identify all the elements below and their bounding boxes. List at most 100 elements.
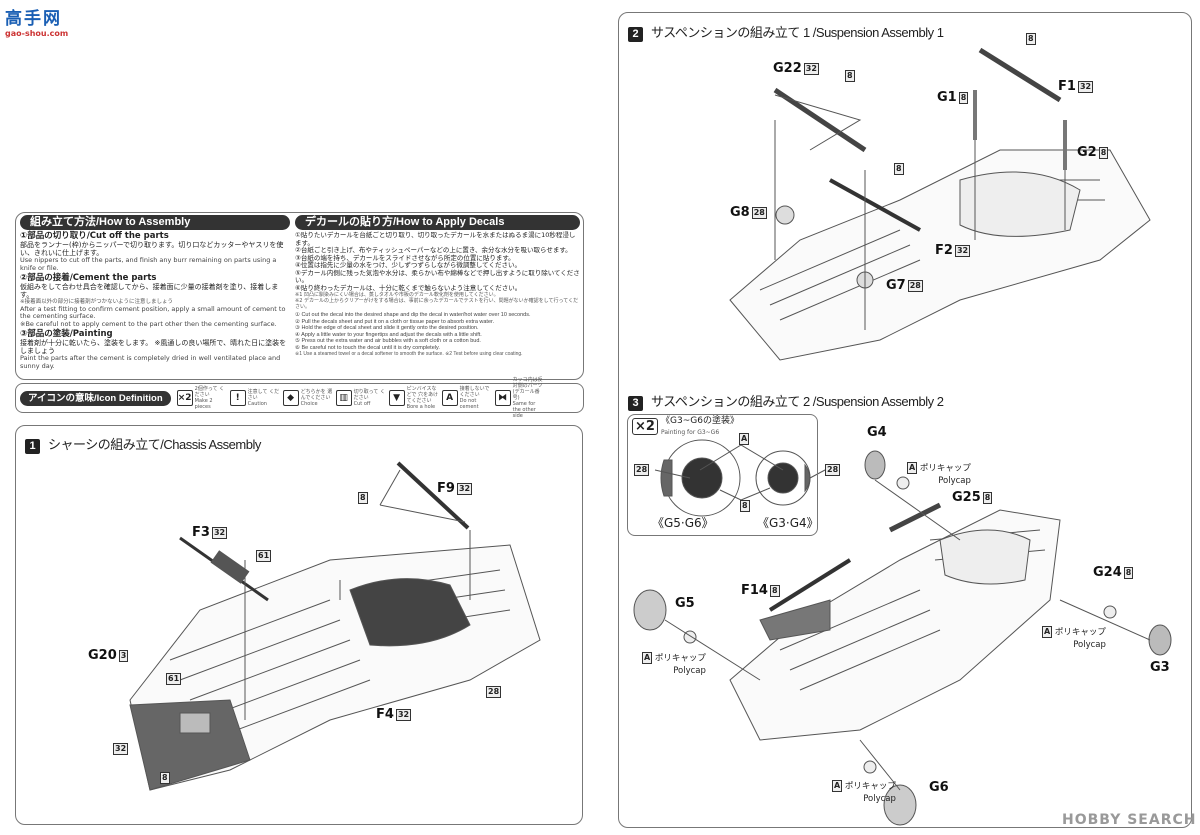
- inset-right-label: 《G3·G4》: [757, 516, 819, 530]
- polycap-jp: ポリキャップ: [1054, 627, 1106, 638]
- icon-def-item: ⧓カッコ内は反対側のパーツ (デカール番号)Same for the other…: [494, 377, 545, 419]
- decal-step-en: ④ Apply a little water to your fingertip…: [295, 331, 482, 338]
- decal-step-jp: ③台紙の端を持ち、デカールをスライドさせながら所定の位置に貼ります。: [295, 253, 515, 262]
- part-label: 8: [158, 770, 170, 785]
- step-title-text: シャーシの組み立て/Chassis Assembly: [48, 437, 261, 452]
- part-number: G2: [1077, 145, 1097, 160]
- part-number: F9: [437, 481, 455, 496]
- step-number: 3: [628, 396, 643, 411]
- paint-code-a: A: [739, 433, 750, 445]
- step1-panel: [15, 425, 583, 825]
- icon-def-jp: どちらかを 選んでください: [300, 389, 333, 401]
- section-jp: 仮組みをして合わせ具合を確認してから、接着面に少量の接着剤を塗り、接着します。: [20, 283, 279, 299]
- paint-code: 32: [954, 244, 971, 257]
- inset-title: 《G3~G6の塗装》: [661, 416, 739, 426]
- decal-step-en: ② Pull the decals sheet and put it on a …: [295, 318, 495, 325]
- part-number: G24: [1093, 565, 1122, 580]
- step-title-text: サスペンションの組み立て 2 /Suspension Assembly 2: [651, 394, 944, 409]
- icon-def-jp: 切り取って ください: [353, 389, 385, 401]
- make-2-icon: ×2: [176, 390, 193, 406]
- icon-def-en: Choice: [300, 401, 318, 407]
- part-number: G1: [937, 90, 957, 105]
- how-to-panel: [15, 212, 584, 380]
- decal-step-en: ⑥ Be careful not to touch the decal unti…: [295, 344, 440, 351]
- paint-code: 8: [358, 491, 368, 504]
- do-not-cement-icon: A: [832, 780, 843, 792]
- polycap-jp: ポリキャップ: [654, 653, 706, 664]
- paint-code: 28: [751, 206, 767, 219]
- paint-code-right: 28: [825, 464, 841, 476]
- section-heading: ③部品の塗装/Painting: [20, 329, 113, 339]
- hobby-search-watermark: HOBBY SEARCH: [1062, 812, 1197, 828]
- section-en: After a test fitting to confirm cement p…: [20, 304, 286, 320]
- logo: 高手网 gao-shou.com: [5, 4, 85, 38]
- paint-code: 8: [160, 771, 170, 784]
- part-label: 61: [254, 548, 272, 563]
- step3-chassis-drawing: [633, 450, 1172, 826]
- part-label: 28: [484, 684, 502, 699]
- part-number: F2: [935, 243, 953, 258]
- decal-step-jp: ②台紙ごと引き上げ、布やティッシュペーパーなどの上に置き、余分な水分を吸い取らせ…: [295, 246, 572, 254]
- icon-def-en: Do not cement: [459, 398, 479, 410]
- paint-code: 8: [1026, 32, 1036, 45]
- section-jp: 接着剤が十分に乾いたら、塗装をします。 ※風通しの良い場所で、晴れた日に塗装をし…: [20, 339, 287, 355]
- step-number: 1: [25, 439, 40, 454]
- paint-code: 8: [1098, 146, 1109, 159]
- step-number: 2: [628, 27, 643, 42]
- inset-left-label: 《G5·G6》: [652, 516, 714, 530]
- section-en: Paint the parts after the cement is comp…: [20, 354, 281, 370]
- section-note: ※Be careful not to apply cement to the p…: [20, 319, 277, 328]
- polycap-jp: ポリキャップ: [919, 463, 971, 474]
- decals-title: デカールの貼り方/How to Apply Decals: [295, 215, 580, 230]
- paint-code: 32: [395, 708, 412, 721]
- painting-inset: [627, 414, 818, 536]
- paint-code: 8: [894, 162, 904, 175]
- section-heading: ②部品の接着/Cement the parts: [20, 273, 157, 283]
- paint-code-left: 28: [634, 464, 650, 476]
- polycap-en: Polycap: [863, 793, 896, 804]
- part-number: G7: [886, 278, 906, 293]
- part-number: F3: [192, 525, 210, 540]
- step3-title: 3 サスペンションの組み立て 2 /Suspension Assembly 2: [628, 391, 944, 411]
- icon-def-jp: ピンバイスなどで 穴をあけてください: [406, 386, 439, 404]
- paint-code: 28: [907, 279, 923, 292]
- paint-code: 8: [769, 584, 780, 597]
- paint-code: 8: [1123, 566, 1134, 579]
- icon-def-en: Make 2 pieces: [194, 398, 213, 410]
- do-not-cement-icon: A: [441, 390, 458, 406]
- paint-code: 61: [166, 672, 182, 685]
- icon-definition-title: アイコンの意味/Icon Definition: [20, 390, 171, 406]
- part-label: 8: [843, 68, 855, 83]
- part-number: G6: [929, 780, 949, 795]
- icon-def-jp: 接着しないで ください: [459, 386, 490, 398]
- logo-url: gao-shou.com: [5, 29, 69, 38]
- decal-step-en: ③ Hold the edge of decal sheet and slide…: [295, 325, 479, 331]
- how-to-assembly-title: 組み立て方法/How to Assembly: [20, 215, 290, 230]
- step-title-text: サスペンションの組み立て 1 /Suspension Assembly 1: [651, 25, 944, 40]
- steps-2-3-panel: [618, 12, 1192, 828]
- decal-step-jp: ④位置は指先に少量の水をつけ、少しずつずらしながら微調整してください。: [295, 261, 521, 269]
- part-label: G6: [929, 780, 949, 795]
- polycap-jp: ポリキャップ: [844, 781, 896, 792]
- logo-text: 高手网: [5, 9, 62, 29]
- decal-step-jp: ⑥貼り終わったデカールは、十分に乾くまで触らないよう注意してください。: [295, 283, 522, 292]
- part-number: F4: [376, 707, 394, 722]
- icon-def-en: Same for the other side: [512, 401, 536, 419]
- icon-def-en: Cut off: [353, 401, 371, 407]
- paint-code: 32: [456, 482, 473, 495]
- how-to-apply-decals: デカールの貼り方/How to Apply Decals ①貼りたいデカールを台…: [295, 215, 580, 357]
